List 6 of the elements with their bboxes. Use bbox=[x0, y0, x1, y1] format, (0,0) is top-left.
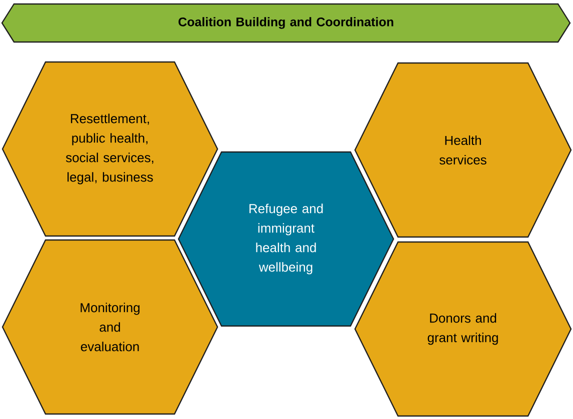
hexagon: Donors and grant writing bbox=[354, 241, 572, 417]
hexagon: Monitoring and evaluation bbox=[2, 239, 218, 415]
hexagon: Refugee and immigrant health and wellbeing bbox=[178, 151, 394, 327]
banner: Coalition Building and Coordination bbox=[1, 3, 571, 43]
hexagon: Resettlement, public health, social services, legal, business bbox=[2, 61, 218, 237]
hexagon: Health services bbox=[354, 62, 572, 238]
